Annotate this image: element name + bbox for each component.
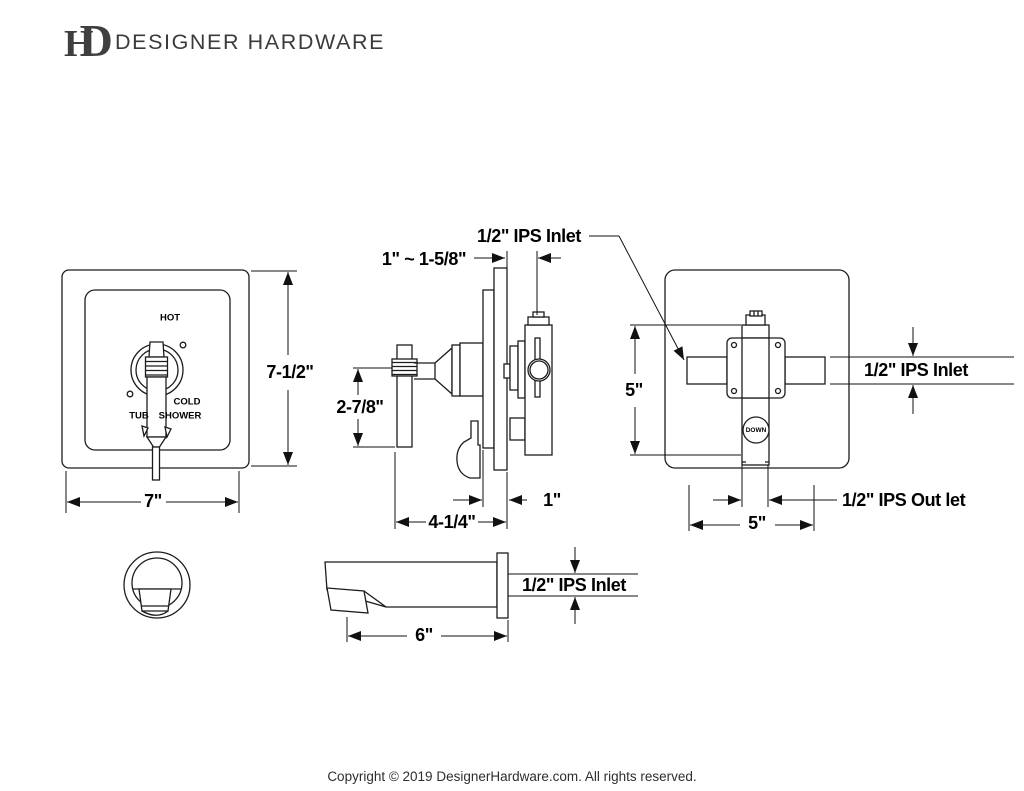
dim-back-width: 5" bbox=[748, 513, 766, 533]
monogram-d: D bbox=[79, 15, 113, 66]
back-view-drawing: DOWN 5" 5" 1/2" IPS Inlet 1/2" I bbox=[625, 269, 1014, 533]
tub-spout-drawing: 6" 1/2" IPS Inlet bbox=[324, 547, 638, 645]
label-inlet-top: 1/2" IPS Inlet bbox=[477, 226, 581, 246]
screw-hole bbox=[730, 387, 738, 395]
monogram-h: H bbox=[64, 23, 94, 65]
spout-body bbox=[324, 561, 498, 608]
label-hot: HOT bbox=[160, 313, 180, 324]
dim-spout-length: 6" bbox=[415, 625, 433, 645]
screw-hole bbox=[774, 387, 782, 395]
label-tub: TUB bbox=[129, 411, 149, 422]
diverter-hook bbox=[456, 420, 481, 479]
handle-cap bbox=[148, 341, 165, 358]
label-shower: SHOWER bbox=[159, 411, 202, 422]
dim-side-handle: 2-7/8" bbox=[336, 397, 383, 417]
inlet-nut bbox=[527, 316, 550, 326]
dim-plate-thickness: 1" bbox=[543, 490, 561, 510]
label-back-outlet: 1/2" IPS Out let bbox=[842, 490, 966, 510]
rotate-right-arrow-icon bbox=[164, 426, 172, 439]
copyright-notice: Copyright © 2019 DesignerHardware.com. A… bbox=[327, 769, 697, 784]
dim-front-height: 7-1/2" bbox=[266, 362, 313, 382]
screw-hole bbox=[774, 341, 782, 349]
label-back-inlet: 1/2" IPS Inlet bbox=[864, 360, 968, 380]
side-view-drawing: 2-7/8" 1" ~ 1-5/8" 1/2" IPS Inlet 1" 4-1… bbox=[336, 226, 685, 532]
inlet-pipe-left bbox=[686, 356, 728, 385]
outlet-port bbox=[527, 358, 551, 382]
dim-front-width: 7" bbox=[144, 491, 162, 511]
handle-stem bbox=[151, 446, 161, 481]
brand-logo-monogram: HD bbox=[64, 14, 113, 67]
index-dot bbox=[126, 390, 134, 398]
sleeve-flange-ring bbox=[123, 551, 191, 619]
spout-flange bbox=[496, 552, 509, 619]
rotate-left-arrow-icon bbox=[141, 425, 149, 438]
label-down: DOWN bbox=[746, 427, 767, 434]
brand-header: HD DESIGNER HARDWARE bbox=[0, 0, 1024, 70]
handle-grip bbox=[144, 356, 169, 378]
label-cold: COLD bbox=[174, 397, 201, 408]
screw-hole bbox=[730, 341, 738, 349]
mounting-bracket-edge bbox=[482, 289, 495, 449]
handle-lever bbox=[146, 376, 167, 438]
index-dot bbox=[179, 341, 187, 349]
dim-wall-range: 1" ~ 1-5/8" bbox=[382, 249, 466, 269]
inlet-leader-line bbox=[618, 235, 685, 361]
side-handle-grip bbox=[391, 358, 418, 377]
sleeve-skirt bbox=[138, 588, 172, 612]
front-view-drawing: HOT COLD TUB SHOWER 7-1/2" 7" bbox=[61, 269, 314, 513]
label-spout-inlet: 1/2" IPS Inlet bbox=[522, 575, 626, 595]
spout-nozzle bbox=[326, 587, 369, 614]
inlet-pipe-right bbox=[784, 356, 826, 385]
down-marker-circle bbox=[742, 416, 770, 444]
brand-name: DESIGNER HARDWARE bbox=[115, 30, 386, 54]
dim-back-height: 5" bbox=[625, 380, 643, 400]
cartridge-housing bbox=[459, 342, 484, 397]
trim-sleeve-drawing bbox=[123, 551, 191, 619]
back-plate-outline bbox=[664, 269, 850, 469]
dim-side-depth: 4-1/4" bbox=[428, 512, 475, 532]
handle-cone bbox=[434, 346, 453, 396]
